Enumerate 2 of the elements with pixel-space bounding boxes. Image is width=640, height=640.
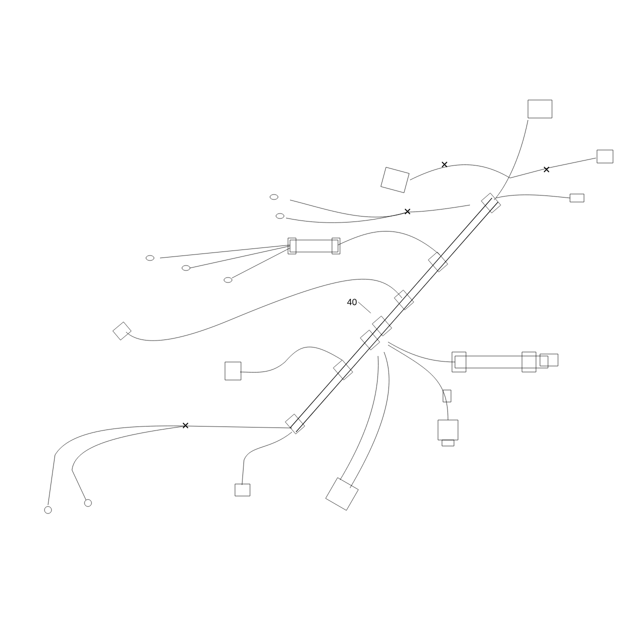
wiring-harness-drawing [44,100,614,514]
leader-line [358,302,371,314]
